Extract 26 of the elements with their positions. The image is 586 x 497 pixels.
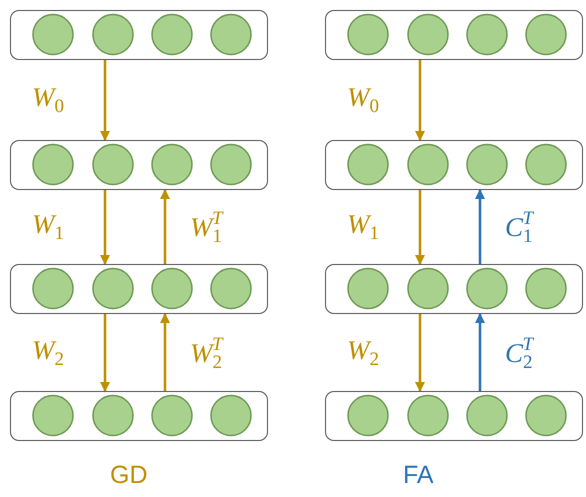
edge-label: W$_{1}$	[347, 211, 379, 243]
arrow	[100, 60, 110, 141]
edge-label: W$_{2}$	[347, 336, 379, 368]
arrow	[100, 190, 110, 265]
arrow	[415, 60, 425, 141]
layer-box	[10, 140, 268, 190]
layer-box	[325, 264, 583, 314]
column-title: GD	[110, 461, 148, 490]
arrow	[415, 314, 425, 392]
arrow	[475, 189, 485, 264]
column-title: FA	[403, 461, 434, 490]
layer-box	[10, 10, 268, 60]
layer-box	[10, 391, 268, 441]
layer-box	[325, 140, 583, 190]
layer-box	[10, 264, 268, 314]
edge-label: W$_{2}$	[32, 336, 64, 368]
layer-box	[325, 10, 583, 60]
arrow	[415, 190, 425, 265]
edge-label: W$_{0}$	[32, 84, 64, 116]
layer-box	[325, 391, 583, 441]
arrow	[160, 189, 170, 264]
edge-label: W$_{0}$	[347, 84, 379, 116]
arrow	[100, 314, 110, 392]
arrow	[475, 313, 485, 391]
edge-label: W$_{1}$	[32, 211, 64, 243]
arrow	[160, 313, 170, 391]
